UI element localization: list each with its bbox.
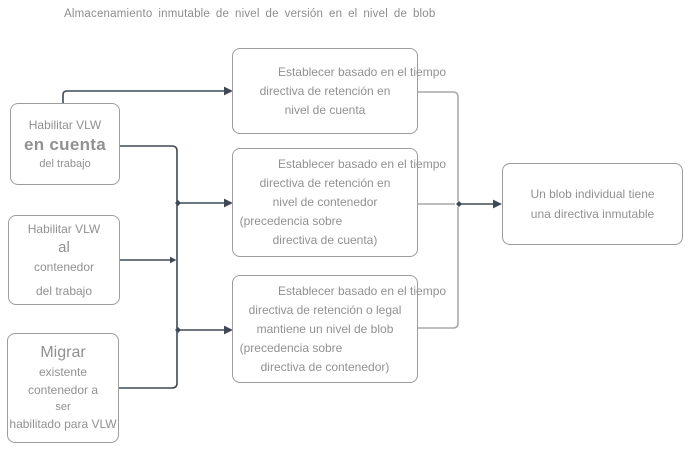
- node-text-line: directiva de retención o legal: [248, 302, 402, 317]
- node-text-line: Establecer basado en el tiempo: [277, 64, 447, 79]
- node-text-line: contenedor a: [27, 383, 99, 397]
- node-text-line: (precedencia sobre: [239, 214, 343, 228]
- node-text-line: habilitado para VLW: [9, 417, 117, 431]
- node-text-line: directiva de cuenta): [272, 233, 378, 247]
- node-text-line: Habilitar VLW: [27, 222, 101, 236]
- node-text-line: Un blob individual tiene: [530, 187, 655, 201]
- node-text-line: en cuenta: [23, 135, 107, 154]
- arrowhead-right1: [493, 199, 502, 209]
- node-blob-immutable-policy: Un blob individual tiene una directiva i…: [502, 163, 683, 245]
- node-enable-vlw-account: Habilitar VLW en cuenta del trabajo: [10, 103, 120, 185]
- node-text-line: Migrar: [40, 344, 86, 361]
- node-text-line: nivel de contenedor: [272, 195, 378, 209]
- node-text-line: directiva de retención en: [259, 176, 391, 190]
- junction-arrow-left2: [170, 256, 177, 264]
- node-retention-policy-container: Establecer basado en el tiempo directiva…: [232, 148, 446, 257]
- junction-dot-merge: [456, 201, 462, 207]
- connector-mid3-to-merge: [418, 207, 459, 329]
- node-text-line: al: [58, 239, 70, 256]
- node-text-line: Establecer basado en el tiempo: [277, 157, 447, 171]
- node-text-line: Establecer basado en el tiempo: [277, 283, 447, 298]
- node-text-line: directiva de retención en: [259, 83, 391, 98]
- node-text-line: del trabajo: [35, 284, 93, 298]
- node-text-line: ser: [55, 401, 71, 413]
- node-text-line: existente: [38, 365, 88, 379]
- connector-trunk: [119, 145, 178, 389]
- diagram-title: Almacenamiento inmutable de nivel de ver…: [64, 8, 436, 20]
- node-text-line: una directiva inmutable: [530, 207, 655, 221]
- node-text-line: directiva de contenedor): [260, 359, 390, 374]
- node-enable-vlw-container: Habilitar VLW al contenedor del trabajo: [8, 215, 120, 305]
- arrowhead-mid1: [224, 86, 233, 96]
- connector-mid1-to-merge: [418, 91, 459, 201]
- node-retention-policy-account: Establecer basado en el tiempo directiva…: [232, 48, 446, 134]
- node-text-line: contenedor: [33, 260, 95, 274]
- connector-left1-to-mid1: [62, 90, 224, 103]
- junction-dot-mid3: [175, 327, 181, 333]
- arrowhead-mid3: [224, 325, 233, 335]
- node-text-line: nivel de cuenta: [284, 102, 366, 117]
- junction-dot-mid2: [175, 200, 181, 206]
- node-text-line: del trabajo: [39, 158, 91, 170]
- arrowhead-mid2: [224, 198, 233, 208]
- node-migrate-container: Migrar existente contenedor a ser habili…: [7, 333, 119, 443]
- node-retention-policy-blob: Establecer basado en el tiempo directiva…: [232, 275, 446, 383]
- node-text-line: mantiene un nivel de blob: [256, 321, 394, 336]
- node-text-line: Habilitar VLW: [28, 118, 102, 132]
- node-text-line: (precedencia sobre: [239, 340, 343, 355]
